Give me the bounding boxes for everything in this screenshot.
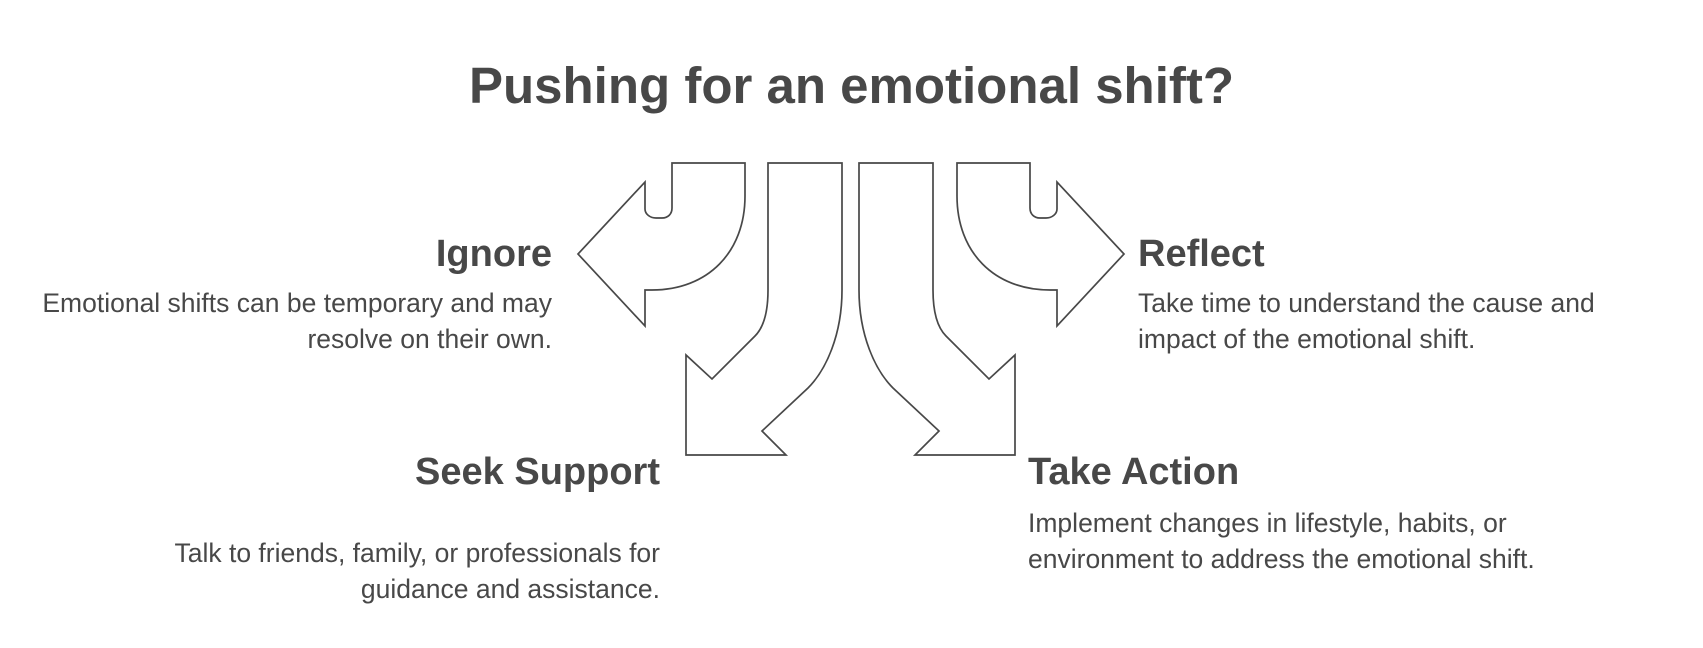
option-ignore: Ignore Emotional shifts can be temporary… [20, 231, 552, 357]
option-title: Ignore [435, 233, 552, 275]
option-take-action: Take Action Implement changes in lifesty… [1028, 449, 1568, 577]
option-seek-support: Seek Support Talk to friends, family, or… [100, 449, 660, 607]
seek-support-arrow-icon [685, 162, 843, 456]
option-title: Take Action [1028, 451, 1240, 493]
reflect-arrow-icon [956, 162, 1126, 329]
option-title: Seek Support [415, 451, 660, 493]
take-action-arrow-icon [858, 162, 1016, 456]
diagram-title: Pushing for an emotional shift? [469, 57, 1234, 114]
option-description: Talk to friends, family, or professional… [174, 538, 660, 604]
option-description: Take time to understand the cause and im… [1138, 288, 1595, 354]
option-description: Implement changes in lifestyle, habits, … [1028, 508, 1535, 574]
option-description: Emotional shifts can be temporary and ma… [42, 288, 552, 354]
option-reflect: Reflect Take time to understand the caus… [1138, 231, 1678, 357]
option-title: Reflect [1138, 233, 1265, 275]
ignore-arrow-icon [576, 162, 746, 329]
